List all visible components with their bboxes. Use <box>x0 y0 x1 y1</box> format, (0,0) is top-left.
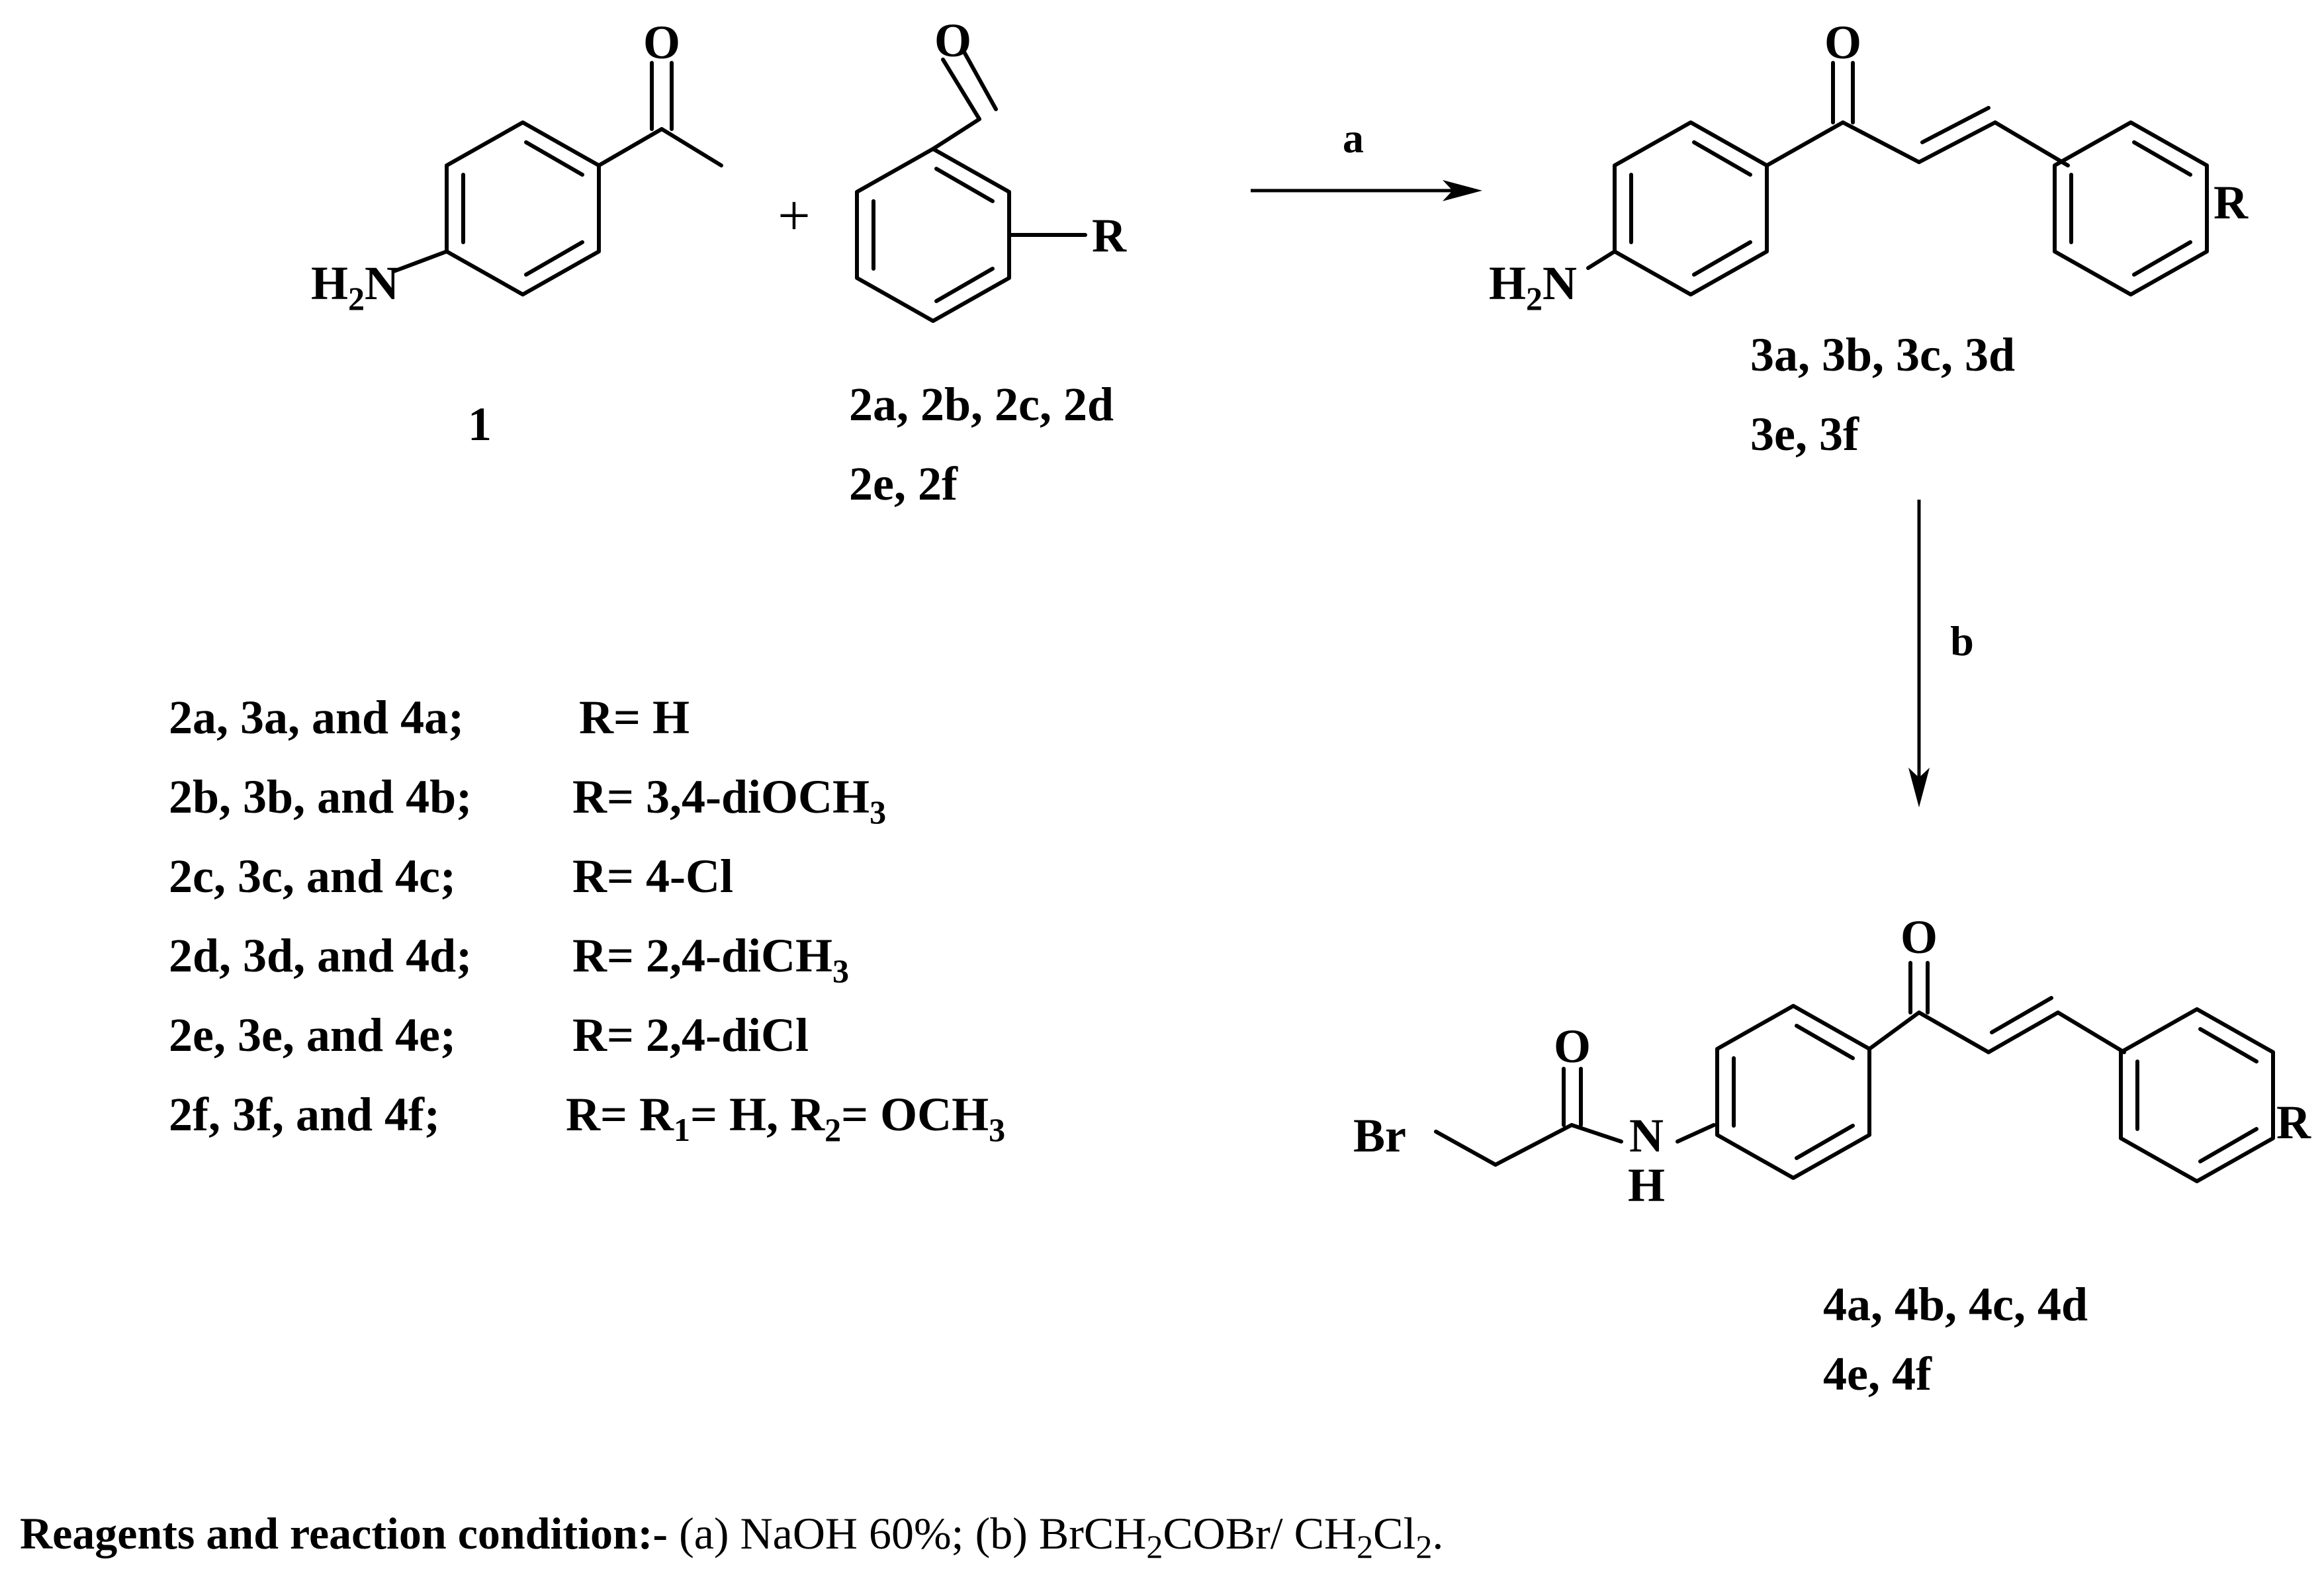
legend-row: 2a, 3a, and 4a;R= H <box>169 691 690 744</box>
legend-row: 2b, 3b, and 4b;R= 3,4-diOCH3 <box>169 770 886 831</box>
carbonyl-oxygen-4: O <box>1900 911 1938 964</box>
step-b-label: b <box>1950 617 1974 664</box>
compound-4-label-line1: 4a, 4b, 4c, 4d <box>1823 1278 2088 1331</box>
amide-hydrogen: H <box>1628 1159 1665 1212</box>
carbonyl-oxygen-3: O <box>1824 16 1861 69</box>
substituent-legend: 2a, 3a, and 4a;R= H 2b, 3b, and 4b;R= 3,… <box>169 691 1005 1148</box>
amine-label-1: H2N <box>311 257 399 317</box>
aldehyde-oxygen: O <box>934 14 971 67</box>
compound-3-structure: O H2N R <box>1489 16 2249 317</box>
compound-3-label-line2: 3e, 3f <box>1750 408 1859 461</box>
r-group-4: R <box>2276 1096 2311 1149</box>
compound-3-label-line1: 3a, 3b, 3c, 3d <box>1750 328 2015 381</box>
compound-1-label: 1 <box>468 398 492 451</box>
legend-row: 2c, 3c, and 4c;R= 4-Cl <box>169 850 733 903</box>
compound-1-structure: O H2N <box>311 16 723 317</box>
arrow-b <box>1908 500 1930 807</box>
compound-2-label-line1: 2a, 2b, 2c, 2d <box>849 378 1114 431</box>
compound-4-structure: Br O N H O R <box>1353 911 2311 1212</box>
reagents-footer: Reagents and reaction condition:- (a) Na… <box>20 1508 1443 1565</box>
legend-row: 2d, 3d, and 4d;R= 2,4-diCH3 <box>169 929 849 989</box>
legend-row: 2e, 3e, and 4e;R= 2,4-diCl <box>169 1009 809 1061</box>
compound-4-label-line2: 4e, 4f <box>1823 1347 1932 1400</box>
plus-sign: + <box>778 184 811 248</box>
compound-2-label-line2: 2e, 2f <box>849 457 958 510</box>
amine-label-3: H2N <box>1489 257 1577 317</box>
legend-row: 2f, 3f, and 4f;R= R1= H, R2= OCH3 <box>169 1088 1005 1148</box>
arrow-a <box>1251 180 1482 201</box>
compound-2-structure: O R <box>855 14 1127 323</box>
r-group-3: R <box>2213 176 2249 229</box>
amide-nitrogen: N <box>1629 1109 1664 1162</box>
bromine-atom: Br <box>1353 1109 1406 1162</box>
carbonyl-oxygen-1: O <box>643 16 680 69</box>
step-a-label: a <box>1343 114 1364 161</box>
r-group-2: R <box>1092 209 1127 262</box>
amide-oxygen: O <box>1554 1020 1591 1073</box>
